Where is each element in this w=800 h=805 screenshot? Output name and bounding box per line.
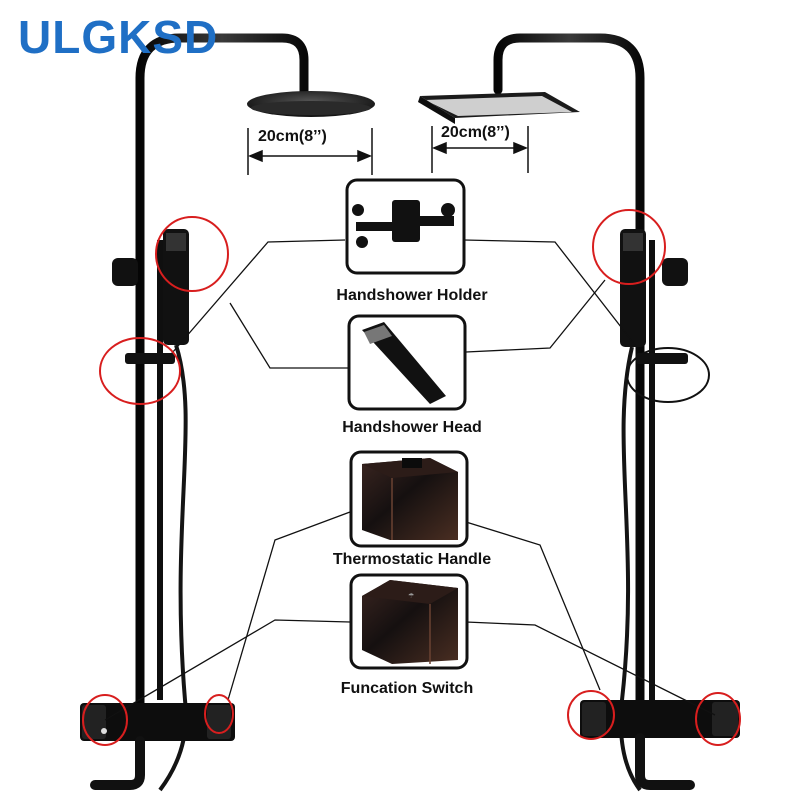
detail-box-holder: [345, 178, 466, 275]
highlight-right-handshower: [592, 209, 666, 285]
brand-logo: ULGKSD: [18, 11, 219, 63]
highlight-right-holder: [626, 347, 710, 403]
highlight-right-handle: [567, 690, 615, 740]
connector-lines: [104, 239, 716, 721]
highlight-left-handshower: [155, 216, 229, 292]
detail-box-thermostatic: [349, 450, 469, 548]
svg-text:☂: ☂: [408, 592, 414, 600]
label-handshower-holder: Handshower Holder: [336, 287, 488, 304]
left-shower-system: [80, 33, 375, 792]
dimension-lines: [247, 126, 529, 175]
highlight-left-holder: [99, 337, 181, 405]
detail-box-switch: ☂: [349, 573, 469, 670]
highlight-right-switch: [695, 692, 741, 746]
highlight-left-handle: [204, 694, 234, 734]
highlight-circles: [82, 209, 741, 746]
label-thermostatic-handle: Thermostatic Handle: [332, 551, 492, 568]
square-head-dimension: 20cm(8’’): [441, 124, 510, 141]
round-head-dimension: 20cm(8’’): [258, 128, 327, 145]
right-shower-system: [418, 33, 740, 792]
highlight-left-switch: [82, 694, 128, 746]
label-function-switch: Funcation Switch: [340, 680, 474, 697]
detail-box-head: [347, 314, 467, 411]
label-handshower-head: Handshower Head: [342, 419, 482, 436]
